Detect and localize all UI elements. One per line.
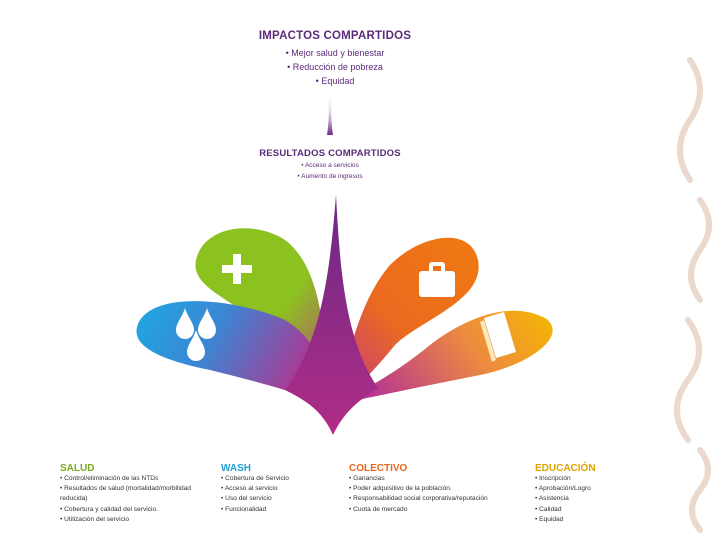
list-item: Cobertura de Servicio [221, 474, 336, 484]
list-item: Acceso a servicios [255, 160, 405, 171]
impact-connector [327, 92, 333, 135]
list-item: Poder adquisitivo de la población. [349, 484, 524, 494]
list-item: Ganancias [349, 474, 524, 484]
list-item: Equidad [255, 74, 415, 88]
list-item: Funcionalidad [221, 505, 336, 515]
wash-title: WASH [221, 463, 336, 474]
list-item: Utilización del servicio [60, 515, 210, 525]
resultados-title: RESULTADOS COMPARTIDOS [255, 148, 405, 159]
educacion-title: EDUCACIÓN [535, 463, 655, 474]
salud-title: SALUD [60, 463, 210, 474]
list-item: Acceso al servicio [221, 484, 336, 494]
resultados-list: Acceso a servicios Aumento de ingresos [255, 160, 405, 182]
list-item: Resultados de salud (mortalidad/morbilid… [60, 484, 210, 504]
educacion-list: Inscripción Aprobación/Logro Asistencia … [535, 474, 655, 525]
salud-list: Control/eliminación de las NTDs Resultad… [60, 474, 210, 525]
list-item: Aprobación/Logro [535, 484, 655, 494]
colectivo-column: COLECTIVO Ganancias Poder adquisitivo de… [349, 463, 524, 515]
list-item: Reducción de pobreza [255, 60, 415, 74]
salud-column: SALUD Control/eliminación de las NTDs Re… [60, 463, 210, 525]
impactos-list: Mejor salud y bienestar Reducción de pob… [255, 46, 415, 88]
list-item: Inscripción [535, 474, 655, 484]
wash-column: WASH Cobertura de Servicio Acceso al ser… [221, 463, 336, 515]
decorative-ornament [677, 60, 709, 530]
list-item: Mejor salud y bienestar [255, 46, 415, 60]
impactos-title: IMPACTOS COMPARTIDOS [255, 30, 415, 42]
list-item: Control/eliminación de las NTDs [60, 474, 210, 484]
list-item: Responsabilidad social corporativa/reput… [349, 494, 524, 504]
list-item: Asistencia [535, 494, 655, 504]
list-item: Aumento de ingresos [255, 171, 405, 182]
colectivo-list: Ganancias Poder adquisitivo de la poblac… [349, 474, 524, 515]
educacion-column: EDUCACIÓN Inscripción Aprobación/Logro A… [535, 463, 655, 525]
wash-list: Cobertura de Servicio Acceso al servicio… [221, 474, 336, 515]
list-item: Cobertura y calidad del servicio. [60, 505, 210, 515]
colectivo-title: COLECTIVO [349, 463, 524, 474]
list-item: Calidad [535, 505, 655, 515]
list-item: Equidad [535, 515, 655, 525]
list-item: Uso del servicio [221, 494, 336, 504]
list-item: Cuota de mercado [349, 505, 524, 515]
